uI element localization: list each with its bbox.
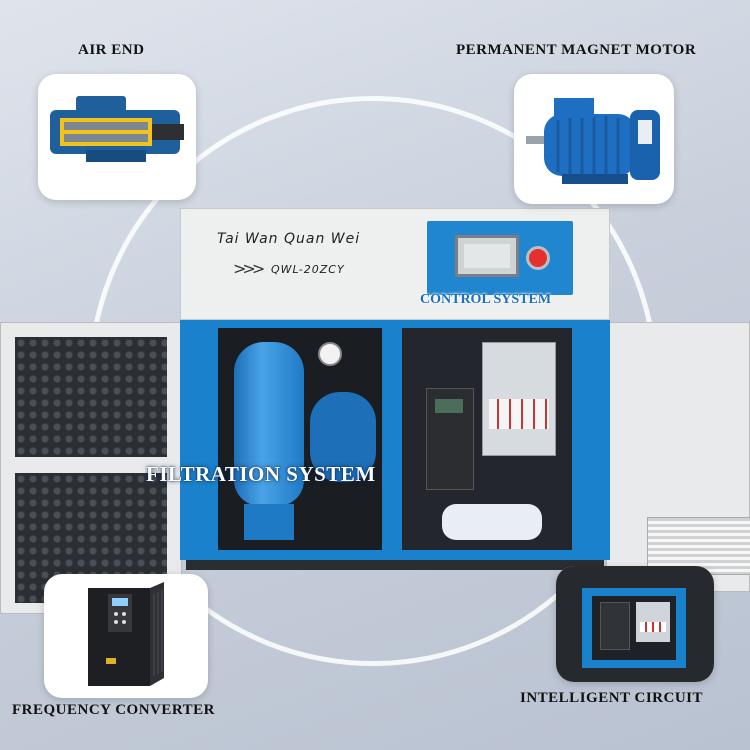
pressure-gauge-icon [318, 342, 342, 366]
air-end-image [50, 96, 184, 162]
electrical-panel [482, 342, 556, 456]
left-bay [218, 328, 382, 550]
tank-base [244, 504, 294, 540]
chevrons-icon: >>> [233, 259, 265, 278]
air-compressor: Tai Wan Quan Wei >>> QWL-20ZCY [180, 208, 610, 570]
control-screen [455, 235, 519, 277]
air-tank [234, 342, 304, 506]
frequency-converter-card [44, 574, 208, 698]
brand-label: Tai Wan Quan Wei [217, 231, 361, 247]
air-end-caption: AIR END [78, 42, 145, 58]
intelligent-circuit-caption: INTELLIGENT CIRCUIT [520, 690, 704, 706]
right-bay [402, 328, 572, 550]
motor-image [526, 98, 660, 184]
air-end-card [38, 74, 196, 200]
circuit-breakers [489, 399, 549, 429]
intelligent-circuit-image [556, 566, 714, 682]
motor-caption: PERMANENT MAGNET MOTOR [456, 42, 697, 58]
left-door-foam-upper [15, 337, 167, 457]
hoses [442, 504, 542, 540]
machine-frame [180, 320, 610, 560]
frequency-converter-caption: FREQUENCY CONVERTER [12, 702, 216, 718]
emergency-stop-icon [529, 249, 547, 267]
right-door-vent [647, 517, 750, 575]
control-system-label: CONTROL SYSTEM [420, 292, 552, 307]
internal-motor [310, 392, 376, 482]
top-panel: Tai Wan Quan Wei >>> QWL-20ZCY [180, 208, 610, 320]
motor-card [514, 74, 674, 204]
filtration-system-label: FILTRATION SYSTEM [146, 462, 376, 486]
inverter-unit [426, 388, 474, 490]
intelligent-circuit-card [556, 566, 714, 682]
control-box [427, 221, 573, 295]
machine-base [186, 560, 604, 570]
frequency-converter-image [88, 582, 164, 686]
model-label: QWL-20ZCY [271, 263, 345, 276]
right-door [606, 322, 750, 592]
